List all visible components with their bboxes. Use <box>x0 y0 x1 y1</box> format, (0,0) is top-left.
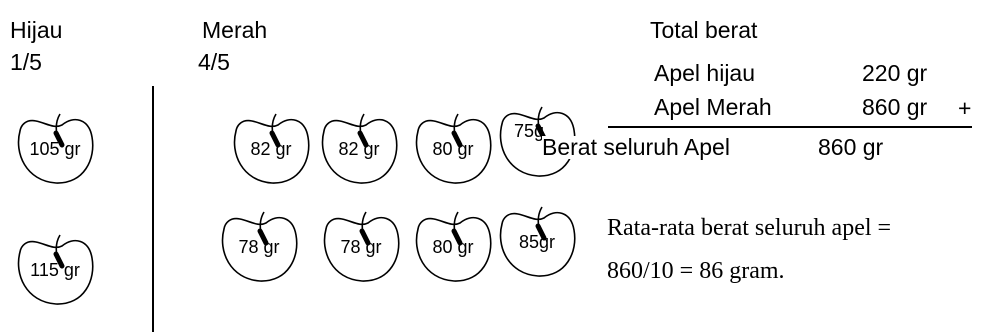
apple-weight: 80 gr <box>432 139 474 159</box>
sum-line <box>608 126 972 128</box>
apple-icon <box>499 206 576 277</box>
green-total-label: Apel hijau <box>654 60 756 86</box>
average-line-1: Rata-rata berat seluruh apel = <box>607 215 892 241</box>
apple-weight: 78 gr <box>238 237 280 257</box>
apple-icon <box>17 113 94 184</box>
apple-icon <box>321 113 398 184</box>
total-title: Total berat <box>650 17 758 43</box>
red-apple: 82 gr <box>318 107 400 185</box>
green-label: Hijau <box>10 17 63 43</box>
red-total-value: 860 gr <box>862 94 928 120</box>
apple-icon <box>323 211 400 282</box>
apple-icon <box>233 113 310 184</box>
apple-weight: 75g <box>514 121 545 141</box>
green-fraction: 1/5 <box>10 49 42 75</box>
apple-weight: 78 gr <box>340 237 382 257</box>
red-apple: 80 gr <box>412 205 494 283</box>
red-apple: 78 gr <box>218 205 300 283</box>
apple-icon <box>415 113 492 184</box>
red-apple: 78 gr <box>320 205 402 283</box>
red-apple: 85gr <box>496 200 578 278</box>
red-label: Merah <box>202 17 268 43</box>
red-total-label: Apel Merah <box>654 94 772 120</box>
apple-icon <box>415 211 492 282</box>
red-fraction: 4/5 <box>198 49 230 75</box>
apple-weight: 82 gr <box>250 139 292 159</box>
red-apple: 82 gr <box>230 107 312 185</box>
apple-icon <box>17 234 94 305</box>
apple-weight: 115 gr <box>30 260 80 280</box>
apple-weight: 105 gr <box>29 139 81 159</box>
green-total-value: 220 gr <box>862 60 928 86</box>
green-apple: 115 gr <box>14 228 96 306</box>
red-apple: 80 gr <box>412 107 494 185</box>
apple-weight: 85gr <box>518 232 556 252</box>
sum-label: Berat seluruh Apel <box>542 134 730 160</box>
plus-sign: + <box>958 95 972 121</box>
divider-line <box>152 86 154 332</box>
apple-weight: 80 gr <box>432 237 474 257</box>
sum-value: 860 gr <box>818 134 884 160</box>
average-line-2: 860/10 = 86 gram. <box>607 258 785 284</box>
apple-icon <box>221 211 298 282</box>
apple-weight: 82 gr <box>338 139 380 159</box>
green-apple: 105 gr <box>14 107 96 185</box>
